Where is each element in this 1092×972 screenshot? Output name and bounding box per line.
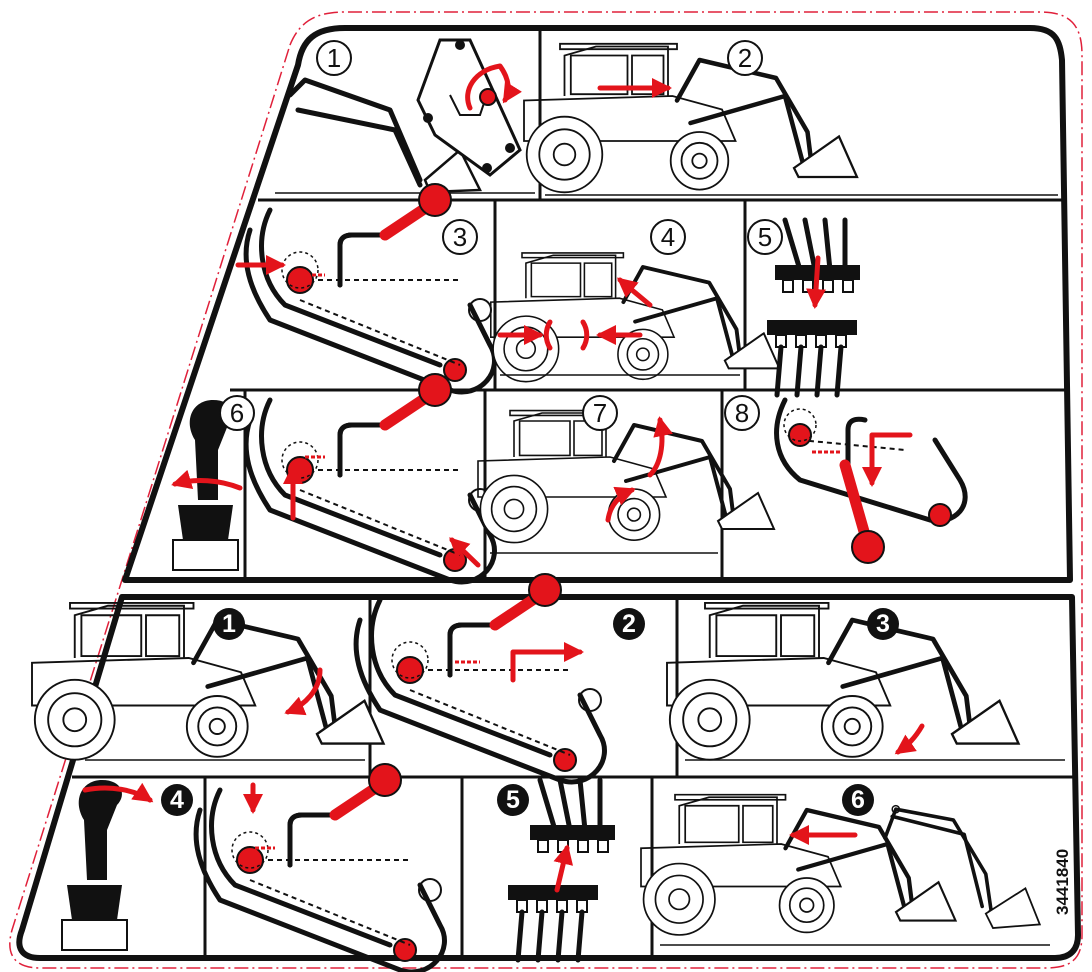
top-step-7-panel [478, 411, 774, 553]
top-step-number-2: 2 [728, 41, 762, 75]
top-step-number-7: 7 [583, 396, 617, 430]
svg-text:2: 2 [738, 43, 752, 73]
top-step-3-panel [238, 184, 494, 392]
bottom-step-number-4: 4 [161, 784, 193, 816]
part-number: 3441840 [1053, 849, 1072, 915]
bottom-step-number-6: 6 [842, 784, 874, 816]
bottom-step-number-5: 5 [497, 784, 529, 816]
svg-text:3: 3 [453, 222, 467, 252]
svg-text:7: 7 [593, 398, 607, 428]
svg-text:1: 1 [327, 43, 341, 73]
bottom-step-number-1: 1 [213, 608, 245, 640]
svg-text:2: 2 [622, 610, 636, 638]
top-step-5-panel [767, 220, 860, 395]
svg-text:6: 6 [851, 786, 865, 814]
top-step-8-panel [777, 400, 966, 563]
top-step-2-panel [524, 44, 1058, 195]
svg-text:5: 5 [506, 786, 520, 814]
svg-text:5: 5 [758, 222, 772, 252]
top-step-number-1: 1 [317, 41, 351, 75]
bottom-step-2-panel [356, 574, 604, 782]
bottom-step-number-2: 2 [613, 608, 645, 640]
bottom-step-number-3: 3 [867, 608, 899, 640]
bottom-step-1-panel [32, 603, 384, 760]
top-step-number-8: 8 [725, 396, 759, 430]
top-step-1-panel [275, 40, 535, 193]
top-step-number-5: 5 [748, 220, 782, 254]
svg-text:6: 6 [230, 398, 244, 428]
top-step-number-4: 4 [651, 220, 685, 254]
top-step-number-3: 3 [443, 220, 477, 254]
svg-text:1: 1 [222, 610, 236, 638]
svg-text:8: 8 [735, 398, 749, 428]
svg-text:3: 3 [876, 610, 890, 638]
bottom-step-3-panel [667, 603, 1065, 760]
svg-text:4: 4 [170, 786, 184, 814]
bottom-step-4-panel [62, 764, 444, 972]
top-step-4-panel [491, 253, 780, 382]
top-step-number-6: 6 [220, 396, 254, 430]
svg-text:4: 4 [661, 222, 675, 252]
bottom-step-6-panel [641, 795, 1050, 945]
